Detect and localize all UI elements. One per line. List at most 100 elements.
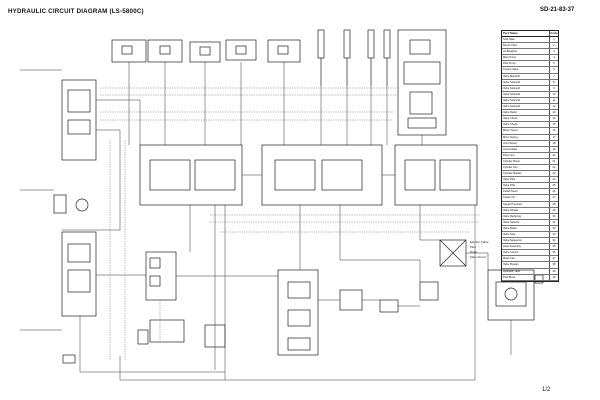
part-code: 32 [552, 226, 556, 230]
parts-list-header: Part Name Code [502, 31, 558, 37]
part-code: 8 [553, 80, 555, 84]
part-code: 16 [552, 129, 556, 133]
part-name: Gauge Pressure [502, 201, 550, 207]
part-code: 36 [552, 251, 556, 255]
part-name: Motor Fan [502, 256, 550, 262]
part-code: 26 [552, 190, 556, 194]
part-code: 5 [553, 62, 555, 66]
part-name: Pilot Block [502, 274, 550, 280]
part-name: Valve Control [502, 250, 550, 256]
part-code: 37 [552, 257, 556, 261]
part-name: Valve Solenoid [502, 79, 550, 85]
part-name: Valve Relief [502, 110, 550, 116]
part-code: 6 [553, 68, 555, 72]
control-valve-banks [139, 144, 478, 206]
circuit-lines [20, 62, 512, 381]
part-name: Valve Pilot [502, 177, 550, 183]
part-name: Main Pump [502, 55, 550, 61]
part-name: Valve Brake [502, 225, 550, 231]
part-code: 10 [552, 92, 556, 96]
part-code: 34 [552, 239, 556, 243]
part-code: 30 [552, 214, 556, 218]
part-name: Cylinder Bucket [502, 171, 550, 177]
part-code: 19 [552, 147, 556, 151]
part-name: Valve Selector [502, 219, 550, 225]
part-name: Cylinder Arm [502, 164, 550, 171]
legend-note: Pilot [470, 245, 476, 249]
legend-note: Drain [470, 250, 478, 254]
part-name: Valve Reducing [502, 213, 550, 219]
part-name: Valve Pilot [502, 183, 550, 189]
part-name: Tank Main [502, 37, 550, 43]
part-code: 28 [552, 202, 556, 206]
legend-note: Main Circuit [470, 255, 486, 259]
left-pump-group [53, 79, 97, 364]
part-name: Valve Bypass [502, 262, 550, 268]
part-code: 31 [552, 220, 556, 224]
part-name: Filter Line [502, 152, 550, 158]
part-name: Motor Swing [502, 134, 550, 140]
part-name: Valve Sequence [502, 238, 550, 244]
part-name: Valve Solenoid [502, 97, 550, 104]
pump-block [397, 29, 447, 136]
part-code: 27 [552, 196, 556, 200]
page-number: 1/2 [542, 387, 551, 393]
part-name: Pedal Travel [502, 189, 550, 195]
part-code: 39 [552, 269, 556, 273]
part-code: 14 [552, 117, 556, 121]
part-code: 15 [552, 123, 556, 127]
part-code: 12 [552, 105, 556, 109]
part-name: Valve Stop [502, 232, 550, 238]
part-name: Return Filter [502, 43, 550, 49]
part-code: 18 [552, 141, 556, 145]
legend-note: Electric Cable [470, 240, 489, 244]
part-code: 33 [552, 233, 556, 236]
part-name: Joint Swivel [502, 140, 550, 146]
part-code: 22 [552, 165, 556, 169]
part-code: 13 [552, 111, 556, 115]
top-valve-row [111, 39, 301, 63]
part-name: Hose Assembly [502, 244, 550, 250]
part-name: Cooler Oil [502, 195, 550, 201]
part-code: 25 [552, 184, 556, 188]
part-code: 2 [553, 44, 555, 48]
part-name: Accumulator [502, 146, 550, 152]
part-code: 24 [552, 178, 556, 182]
part-code: 9 [553, 86, 555, 90]
lower-valve-group [137, 239, 467, 356]
part-name: Control Valve [502, 67, 550, 73]
part-code: 11 [552, 98, 556, 102]
